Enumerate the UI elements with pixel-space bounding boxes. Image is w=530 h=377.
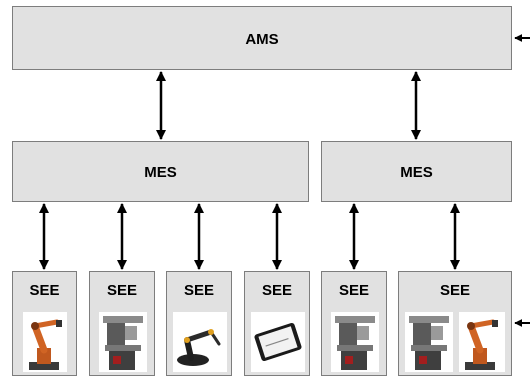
tablet-icon [251,312,305,372]
robot-arm-icon [23,312,67,372]
mes-box-right: MES [321,141,512,202]
milling-machine-icon [331,312,379,372]
see-label-5: SEE [338,282,369,299]
mes-label-left: MES [144,164,177,181]
see-label-1: SEE [29,282,60,299]
milling-machine-icon [99,312,147,372]
mes-label-right: MES [400,164,433,181]
see-box-3: SEE [166,271,232,376]
see-label-6: SEE [439,282,470,299]
see-label-2: SEE [106,282,137,299]
mes-box-left: MES [12,141,309,202]
see-box-5: SEE [321,271,387,376]
see-label-4: SEE [261,282,292,299]
see-box-4: SEE [244,271,310,376]
robot-arm-icon [459,312,505,372]
ams-label: AMS [245,31,279,48]
milling-machine-icon [405,312,453,372]
see-box-6: SEE [398,271,512,376]
small-robot-icon [173,312,227,372]
ams-box: AMS [12,6,512,70]
see-box-2: SEE [89,271,155,376]
see-label-3: SEE [183,282,214,299]
